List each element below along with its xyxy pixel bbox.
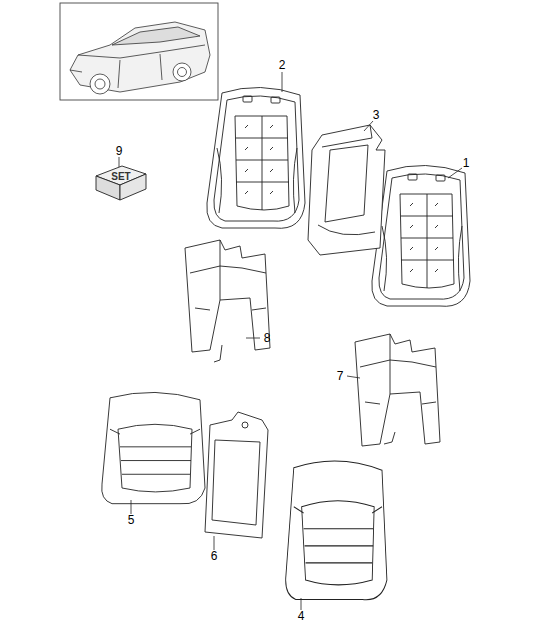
leader-lines xyxy=(119,72,462,610)
callout-number: 8 xyxy=(264,332,271,344)
callout-number: 5 xyxy=(128,514,135,526)
kit-box xyxy=(96,166,146,200)
kit-label: SET xyxy=(111,172,130,182)
callout-number: 7 xyxy=(337,370,344,382)
callout-number: 3 xyxy=(373,109,380,121)
callout-number: 1 xyxy=(463,157,470,169)
callout-number: 6 xyxy=(211,550,218,562)
callout-number: 9 xyxy=(116,145,123,157)
vehicle-thumbnail xyxy=(70,22,210,94)
callout-number: 4 xyxy=(298,610,305,622)
callout-number: 2 xyxy=(279,59,286,71)
